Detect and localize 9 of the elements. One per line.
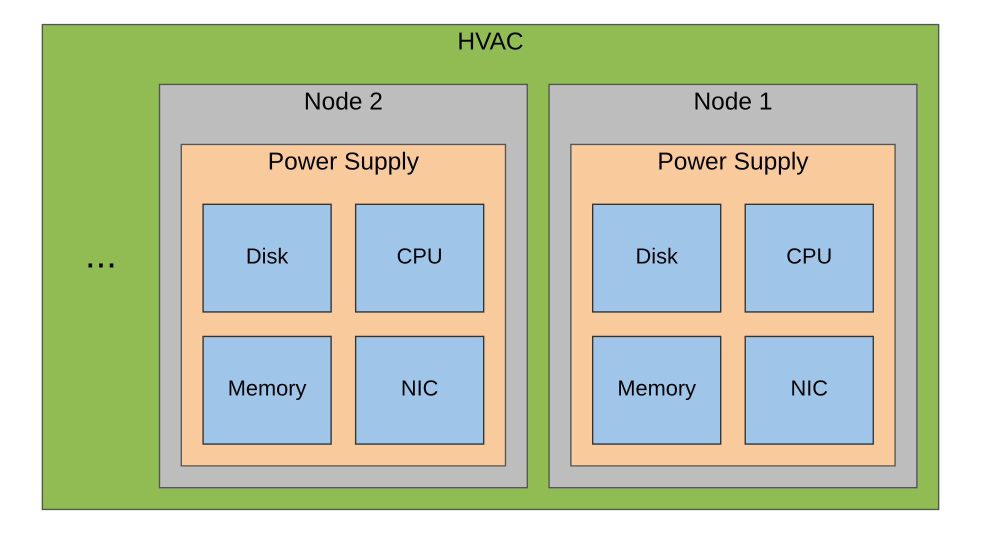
node-box: Disk	[592, 204, 722, 313]
node-box: Memory	[592, 336, 722, 445]
node-box: NIC	[744, 336, 874, 445]
node-box: CPU	[744, 204, 874, 313]
node-box: NIC	[354, 336, 484, 445]
node-box: Disk	[202, 204, 332, 313]
label: ...	[85, 234, 117, 277]
node-box: CPU	[354, 204, 484, 313]
node-box: Memory	[202, 336, 332, 445]
